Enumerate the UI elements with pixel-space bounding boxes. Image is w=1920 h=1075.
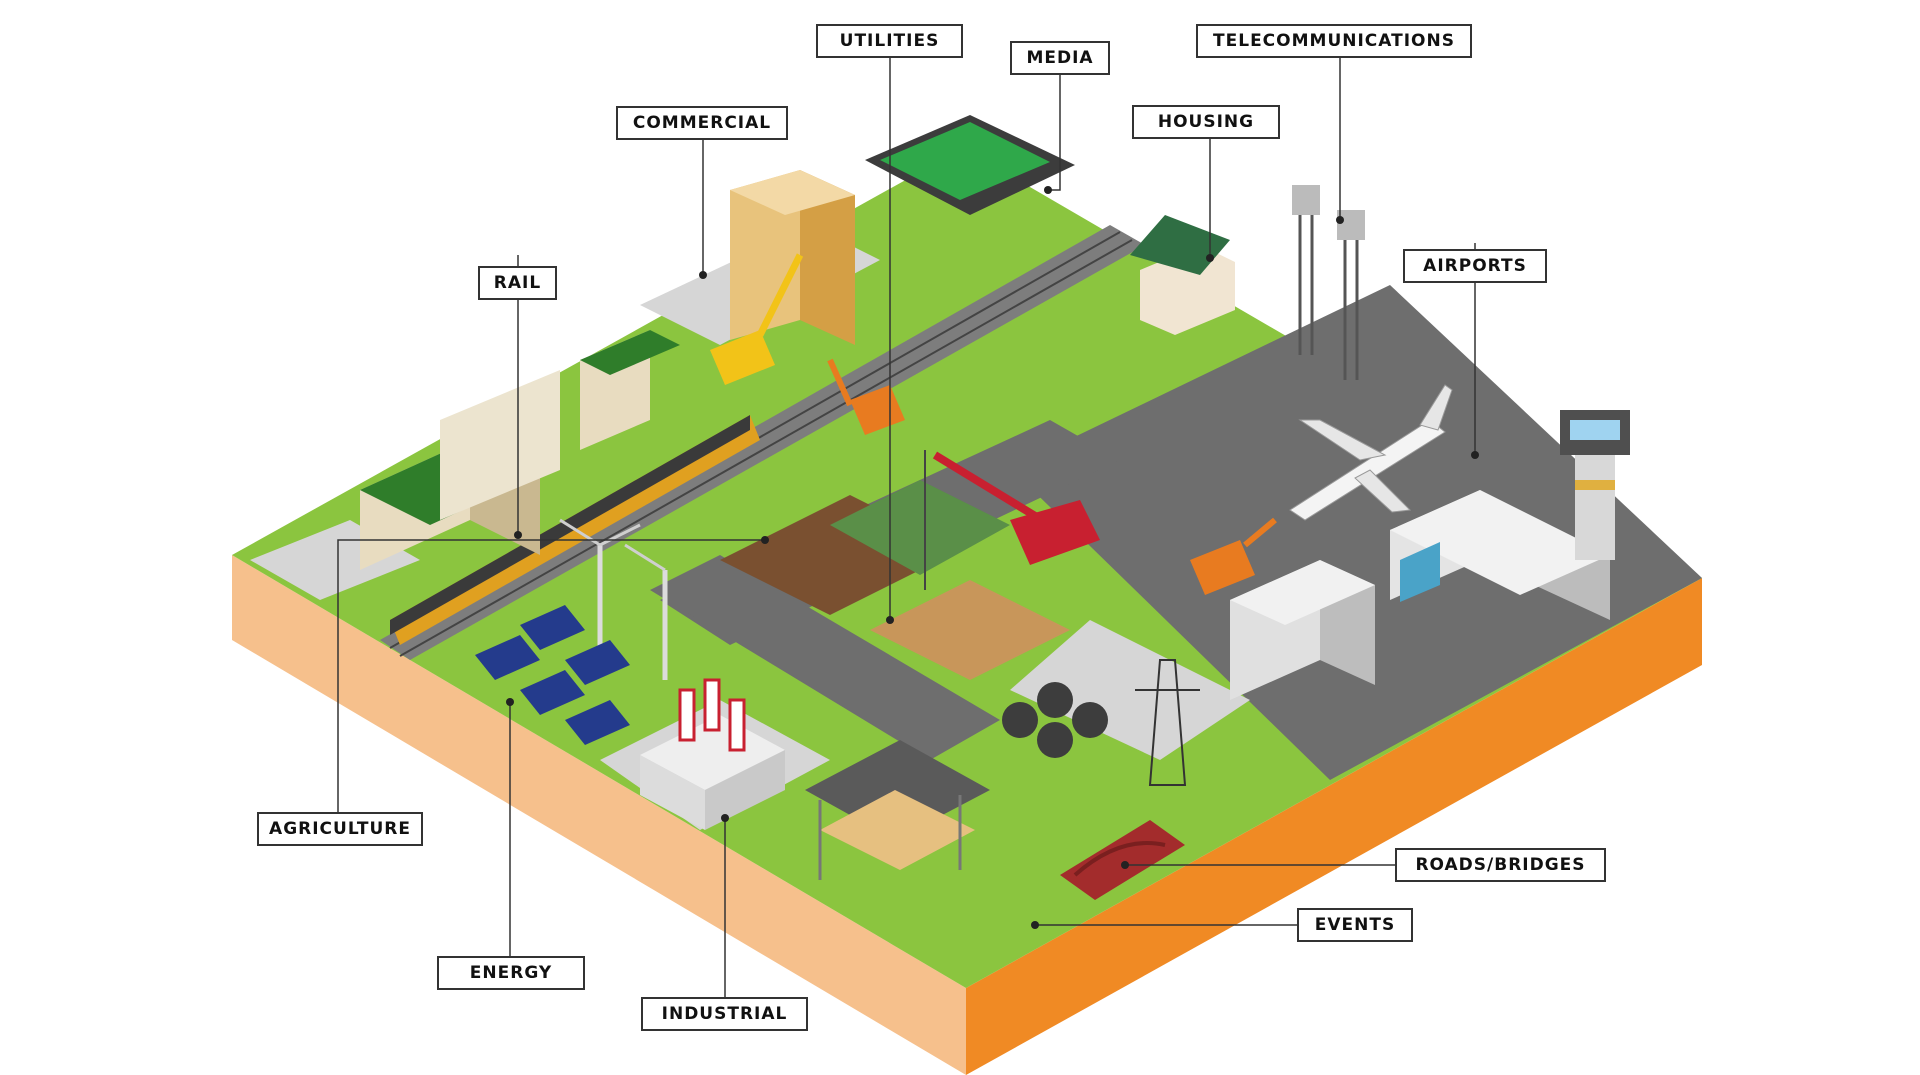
excavator-icon bbox=[710, 253, 804, 385]
solar-panel-icon bbox=[475, 605, 630, 745]
soil-front-face bbox=[232, 555, 966, 1075]
label-airports[interactable]: AIRPORTS bbox=[1403, 249, 1547, 283]
label-energy[interactable]: ENERGY bbox=[437, 956, 585, 990]
label-events[interactable]: EVENTS bbox=[1297, 908, 1413, 942]
pylon-icon bbox=[1135, 659, 1200, 786]
crop-field bbox=[830, 480, 1010, 575]
construction-yard bbox=[1010, 620, 1250, 760]
control-tower-icon bbox=[1560, 410, 1630, 560]
airport-apron bbox=[1010, 285, 1702, 780]
leader-dots bbox=[506, 186, 1479, 929]
leader-lines bbox=[337, 58, 1476, 997]
stage-icon bbox=[865, 115, 1075, 215]
stage-icon bbox=[805, 740, 990, 880]
label-commercial[interactable]: COMMERCIAL bbox=[616, 106, 788, 140]
building-icon bbox=[1390, 490, 1610, 620]
label-industrial[interactable]: INDUSTRIAL bbox=[641, 997, 808, 1031]
label-housing[interactable]: HOUSING bbox=[1132, 105, 1280, 139]
wind-turbine-icon bbox=[559, 518, 668, 680]
building-icon bbox=[730, 170, 855, 345]
label-media[interactable]: MEDIA bbox=[1010, 41, 1110, 75]
cross-road bbox=[650, 555, 1000, 760]
house-icon bbox=[1130, 215, 1235, 335]
utility-trench bbox=[870, 580, 1070, 680]
building-icon bbox=[1230, 560, 1375, 700]
crane-icon bbox=[924, 450, 1100, 590]
label-agriculture[interactable]: AGRICULTURE bbox=[257, 812, 423, 846]
factory-icon bbox=[640, 678, 785, 830]
excavator-icon bbox=[827, 358, 905, 435]
tower-icon bbox=[1292, 185, 1365, 380]
label-rail[interactable]: RAIL bbox=[478, 266, 557, 300]
rail-corridor bbox=[380, 225, 1145, 660]
label-utilities[interactable]: UTILITIES bbox=[816, 24, 963, 58]
soil-side-face bbox=[966, 578, 1702, 1075]
building-icon bbox=[360, 330, 680, 570]
bridge-icon bbox=[1060, 820, 1185, 900]
excavator-icon bbox=[1190, 517, 1277, 595]
pipe-icon bbox=[1002, 682, 1108, 758]
leader-agriculture bbox=[337, 539, 765, 812]
label-roads-bridges[interactable]: ROADS/BRIDGES bbox=[1395, 848, 1606, 882]
label-telecommunications[interactable]: TELECOMMUNICATIONS bbox=[1196, 24, 1472, 58]
airplane-icon bbox=[1289, 384, 1453, 521]
rail-track bbox=[399, 239, 1133, 657]
